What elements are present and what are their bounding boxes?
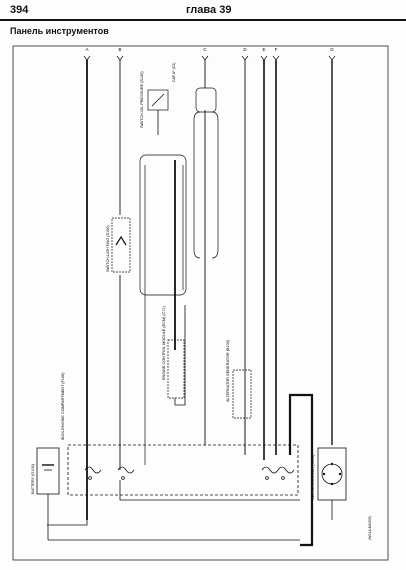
alternator-block: ALTERNATOR GENERATOR (B100) xyxy=(226,339,252,455)
harness-box-top xyxy=(195,87,217,113)
wire-runs xyxy=(86,60,333,520)
ibox-label: IBOX-ENGINE COMPARTMENT (F106) xyxy=(61,372,65,440)
page-header: 394 глава 39 xyxy=(0,0,406,22)
diagram-frame xyxy=(12,45,389,561)
column-letter-f: F xyxy=(275,47,278,52)
alternator-label: ALTERNATOR GENERATOR (B100) xyxy=(226,339,230,402)
column-letter-b: B xyxy=(118,47,121,52)
battery-label: BATTERY (G100) xyxy=(31,463,35,494)
ignition-switch: SWITCH-IGNITION (S176) xyxy=(311,447,347,501)
lighting-switch-label: SWITCH-LIGHTING (S100) xyxy=(106,225,110,272)
cluster-box xyxy=(67,444,299,496)
top-connectors xyxy=(83,55,336,61)
chapter-title: глава 39 xyxy=(186,4,232,16)
column-letter-a: A xyxy=(85,47,88,52)
fuse-symbols xyxy=(84,466,295,480)
figure-code: (W01A-M0409) xyxy=(368,516,372,540)
oil-pressure-switch: SWITCH-OIL PRESSURE (S130) CAP-IP (C2) xyxy=(140,63,176,135)
column-letter-c: C xyxy=(203,47,207,52)
column-letter-e: E xyxy=(262,47,265,52)
ecm-block: ENGINE CONTROL MODULE (ECM) (C71) xyxy=(162,305,186,406)
oil-switch-label: SWITCH-OIL PRESSURE (S130) xyxy=(140,71,144,128)
harness-box-left xyxy=(139,154,187,296)
header-rule xyxy=(0,19,406,21)
ecm-label: ENGINE CONTROL MODULE (ECM) (C71) xyxy=(162,305,166,380)
cap-label: CAP-IP (C2) xyxy=(172,63,176,82)
bottom-wires xyxy=(47,480,333,541)
lighting-switch: SWITCH-LIGHTING (S100) xyxy=(106,217,131,273)
battery-block: BATTERY (G100) IBOX-ENGINE COMPARTMENT (… xyxy=(31,372,65,540)
thick-ignition-wire xyxy=(288,393,314,547)
page-number: 394 xyxy=(10,4,29,16)
column-letter-d: D xyxy=(243,47,247,52)
section-title: Панель инструментов xyxy=(10,26,109,36)
column-letter-g: G xyxy=(330,47,334,52)
